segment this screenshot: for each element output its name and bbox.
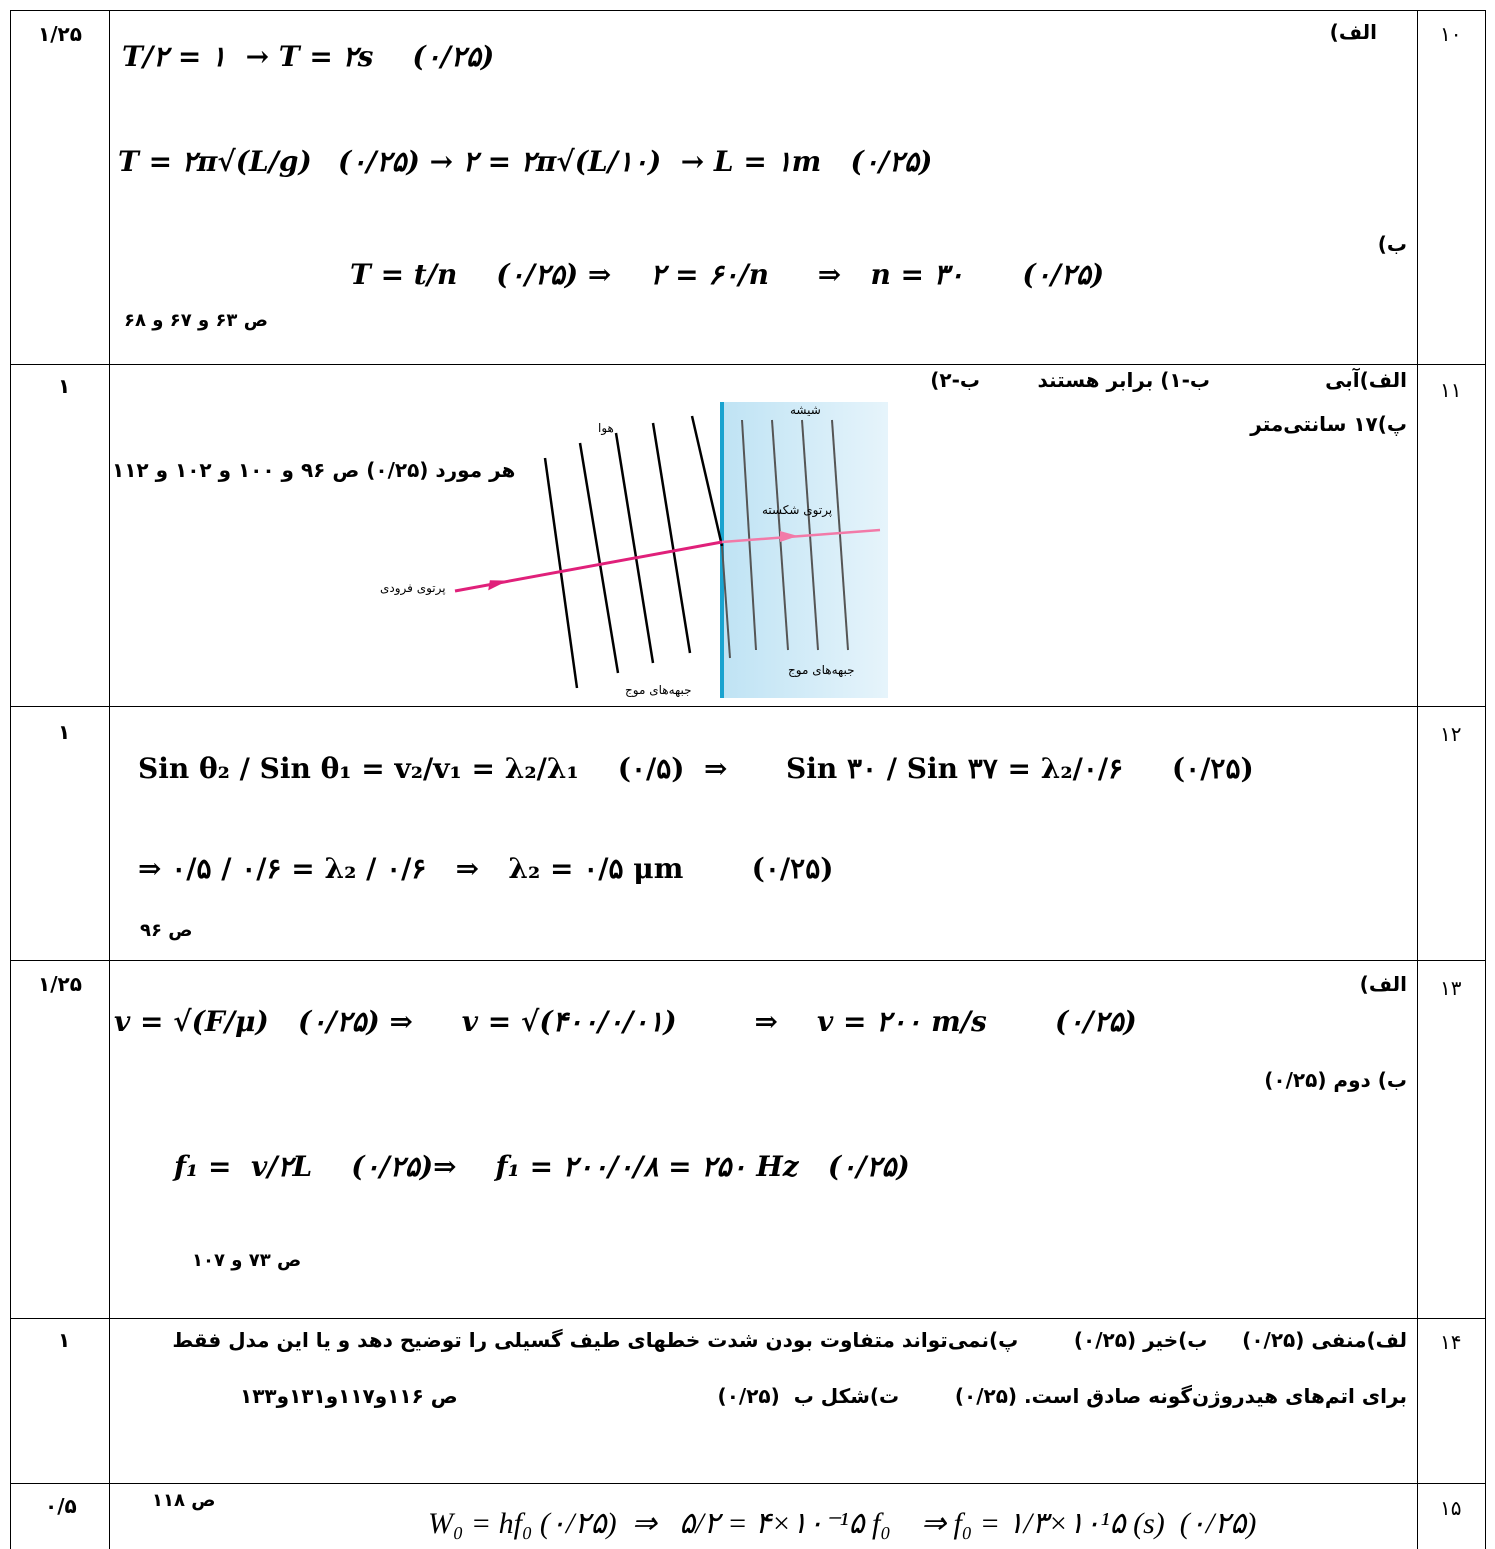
row-divider <box>10 706 1485 707</box>
answer-c: پ)۱۷ سانتی‌متر <box>1250 412 1407 436</box>
page-reference: ص ۱۱۸ <box>152 1490 216 1511</box>
glass-region <box>722 402 888 698</box>
label-air: هوا <box>598 421 614 436</box>
score-note: هر مورد (۰/۲۵) ص ۹۶ و ۱۰۰ و ۱۰۲ و ۱۱۲ <box>112 458 516 482</box>
question-number: ۱۱ <box>1440 378 1462 402</box>
equation: T/۲ = ۱ → T = ۲s (۰/۲۵) <box>122 40 495 73</box>
question-number: ۱۲ <box>1440 722 1462 746</box>
page-reference: ص ۱۱۶و۱۱۷و۱۳۱و۱۳۳ <box>240 1384 458 1408</box>
equation: Sin θ₂ / Sin θ₁ = v₂/v₁ = λ₂/λ₁ (۰/۵) ⇒ … <box>138 752 1254 785</box>
answer-line: لف)منفی (۰/۲۵) ب)خیر (۰/۲۵) پ)نمی‌تواند … <box>172 1328 1407 1352</box>
label-refracted-ray: پرتوی شکسته <box>762 503 832 518</box>
score: ۱/۲۵ <box>38 972 82 996</box>
row-divider <box>10 1483 1485 1484</box>
label-glass: شیشه <box>790 403 821 417</box>
equation: (۰/۲۵) → ۲ = ۲π√(L/۱۰) → L = ۱m (۰/۲۵) <box>338 145 933 178</box>
air-wavefronts <box>543 415 724 689</box>
part-label: ب) <box>1377 232 1407 256</box>
score: ۱ <box>58 374 71 398</box>
table-border-right <box>1485 10 1486 1549</box>
label-wavefronts-glass: جبهه‌های موج <box>788 663 855 678</box>
refracted-arrow <box>780 531 798 542</box>
row-divider <box>10 1318 1485 1319</box>
table-border-left <box>10 10 11 1549</box>
equation: v = √(F/μ) (۰/۲۵) ⇒ v = √(۴۰۰/۰/۰۱) ⇒ v … <box>114 1005 1137 1038</box>
label-wavefronts-air: جبهه‌های موج <box>625 683 692 698</box>
part-label: الف) <box>1329 20 1377 44</box>
question-number: ۱۰ <box>1440 22 1462 46</box>
answer-b2: ب-۲) <box>930 368 980 392</box>
answer-a: الف)آبی <box>1325 368 1407 392</box>
question-number: ۱۳ <box>1440 976 1462 1000</box>
equation: T = ۲π√(L/g) <box>118 145 312 178</box>
part-label: الف) <box>1359 972 1407 996</box>
answer-b1: ب-۱) برابر هستند <box>1037 368 1210 392</box>
equation: f₁ = v/۲L (۰/۲۵)⇒ f₁ = ۲۰۰/۰/۸ = ۲۵۰ Hz … <box>174 1150 910 1183</box>
column-divider <box>109 10 110 1549</box>
answer-b: ب) دوم (۰/۲۵) <box>1264 1068 1407 1092</box>
incident-arrow <box>488 580 508 591</box>
page-reference: ص ۷۳ و ۱۰۷ <box>192 1250 302 1271</box>
score: ۱ <box>58 1328 71 1352</box>
column-divider <box>1417 10 1418 1549</box>
table-border-top <box>10 10 1485 11</box>
refracted-ray <box>721 528 881 544</box>
equation: T = t/n (۰/۲۵) ⇒ ۲ = ۶۰/n ⇒ n = ۳۰ (۰/۲۵… <box>350 258 1105 291</box>
score: ۱ <box>58 720 71 744</box>
row-divider <box>10 960 1485 961</box>
question-number: ۱۴ <box>1440 1330 1462 1354</box>
question-number: ۱۵ <box>1440 1496 1462 1520</box>
page-reference: ص ۹۶ <box>140 920 193 941</box>
score: ۱/۲۵ <box>38 22 82 46</box>
refraction-figure: هوا شیشه پرتوی فرودی پرتوی شکسته جبهه‌ها… <box>380 402 888 698</box>
score: ۰/۵ <box>45 1494 77 1518</box>
equation: W₀ = hf₀ (۰/۲۵) ⇒ ۵/۲ = ۴×۱۰⁻¹۵ f₀ ⇒ f₀ … <box>428 1507 1257 1540</box>
label-incident-ray: پرتوی فرودی <box>380 581 446 596</box>
equation: ⇒ ۰/۵ / ۰/۶ = λ₂ / ۰/۶ ⇒ λ₂ = ۰/۵ μm (۰/… <box>138 852 834 885</box>
page-reference: ص ۶۳ و ۶۷ و ۶۸ <box>124 310 268 331</box>
answer-line: برای اتم‌های هیدروژن‌گونه صادق است. (۰/۲… <box>717 1384 1407 1408</box>
row-divider <box>10 364 1485 365</box>
